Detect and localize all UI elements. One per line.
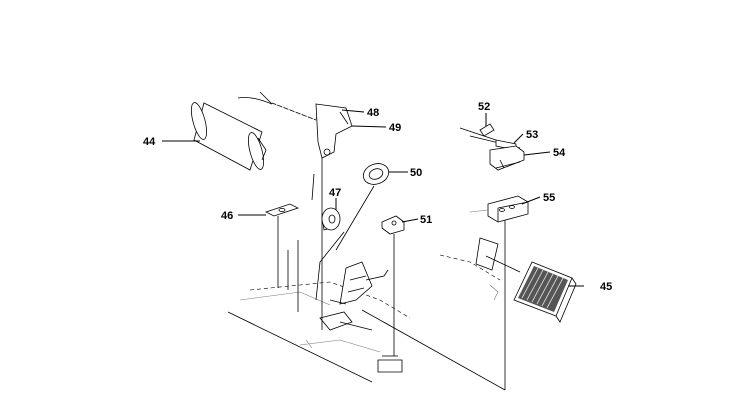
callout-46: 46 [221, 210, 233, 222]
leader-lines [162, 109, 584, 287]
part-45-pedal [475, 237, 577, 323]
part-51-clip [381, 215, 405, 356]
part-52-pin [459, 123, 497, 141]
base-frame [227, 220, 506, 391]
callout-53: 53 [526, 129, 538, 141]
part-54-bracket [489, 145, 525, 171]
callout-52: 52 [478, 101, 490, 113]
callout-49: 49 [389, 122, 401, 134]
callout-48: 48 [367, 107, 379, 119]
lever-linkage [319, 261, 389, 331]
callout-54: 54 [553, 147, 566, 159]
callout-44: 44 [143, 136, 156, 148]
callout-labels: 44 45 46 47 48 49 50 51 52 53 54 55 [143, 101, 612, 293]
part-44-grip [190, 102, 267, 171]
callout-47: 47 [329, 187, 341, 199]
callout-50: 50 [410, 167, 422, 179]
callout-45: 45 [600, 281, 612, 293]
part-49-bracket [311, 103, 353, 330]
callout-55: 55 [543, 192, 555, 204]
part-48-spring [237, 91, 327, 125]
part-55-block [469, 195, 529, 223]
callout-51: 51 [420, 214, 432, 226]
part-46-plate [264, 203, 300, 290]
part-50-washer [315, 163, 390, 301]
part-47-roller [297, 207, 341, 312]
